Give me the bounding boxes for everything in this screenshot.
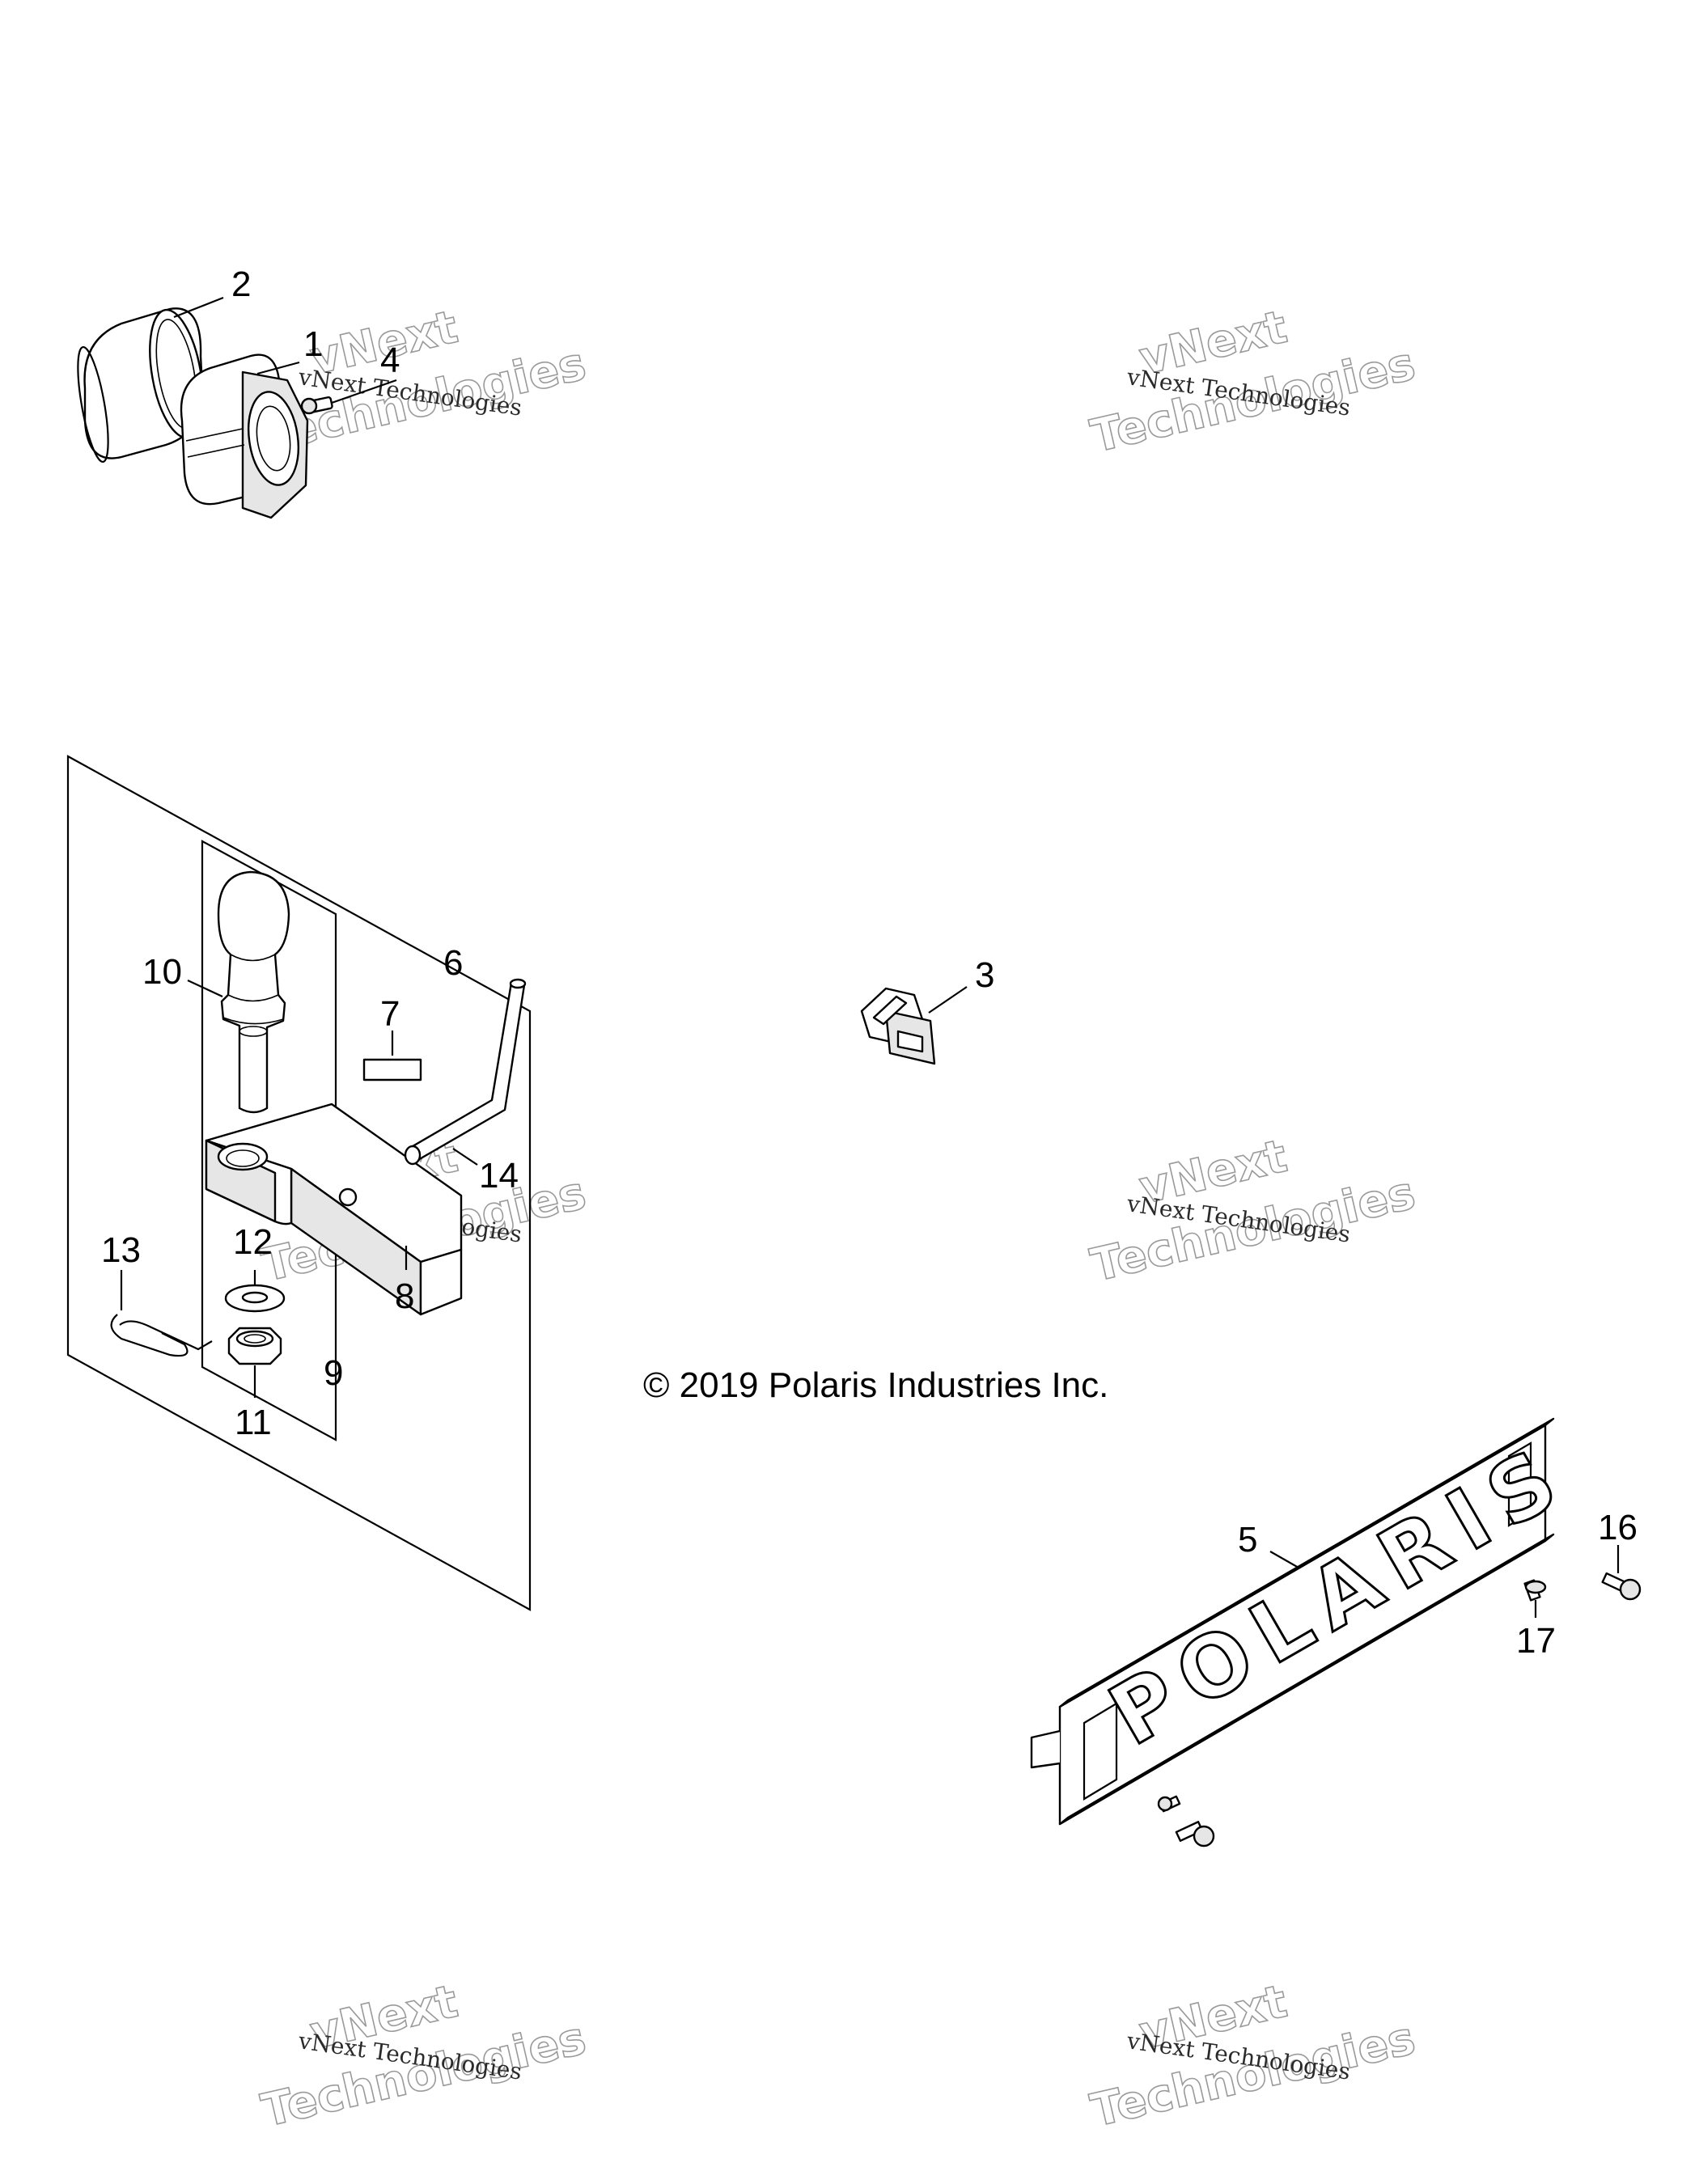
part-3-connector-switch [860,987,936,1065]
callout-17: 17 [1516,1621,1556,1661]
part-1-receptacle-housing [180,353,309,519]
watermark-mid-right: vNext Technologies [1086,1129,1421,1293]
leader-4 [331,379,397,404]
callout-14: 14 [479,1156,519,1196]
part-8-receiver-bar [205,1103,463,1316]
leader-10 [187,980,223,997]
part-4-screw [300,396,333,415]
part-13-hitch-clip [110,1314,213,1357]
part-plate-screw-a [1157,1795,1181,1813]
callout-7: 7 [380,994,400,1034]
part-5-polaris-plate: POLARIS [1030,1417,1587,1826]
part-7-decal [362,1058,422,1081]
callout-13: 13 [101,1230,141,1270]
leader-2 [173,296,224,319]
plate-logo-text: POLARIS [1094,1424,1586,1764]
kit-panel-9 [201,840,337,1441]
kit-panel-6 [66,755,532,1611]
callout-10: 10 [142,952,182,992]
callout-9: 9 [324,1353,343,1393]
part-plate-screw-b [1175,1821,1215,1848]
copyright-text: © 2019 Polaris Industries Inc. [643,1365,1108,1405]
callout-12: 12 [233,1222,273,1262]
callout-8: 8 [395,1276,414,1316]
callout-3: 3 [975,955,994,995]
leader-3 [928,986,968,1014]
callout-16: 16 [1598,1508,1638,1547]
callout-1: 1 [303,324,323,364]
leader-1 [256,361,300,375]
callout-2: 2 [231,265,251,304]
watermark-top-right: vNext Technologies [1086,300,1421,463]
part-10-tow-ball [217,870,290,1114]
part-17-screw [1523,1579,1547,1602]
callout-11: 11 [235,1403,272,1442]
callout-4: 4 [380,341,400,380]
part-16-screw [1601,1572,1642,1601]
part-14-hitch-pin [404,978,527,1166]
leader-14 [452,1148,478,1166]
part-12-washer [224,1284,286,1313]
leader-5 [1269,1551,1299,1568]
part-11-nut [227,1327,282,1365]
callout-6: 6 [443,943,463,983]
callout-5: 5 [1238,1520,1257,1560]
